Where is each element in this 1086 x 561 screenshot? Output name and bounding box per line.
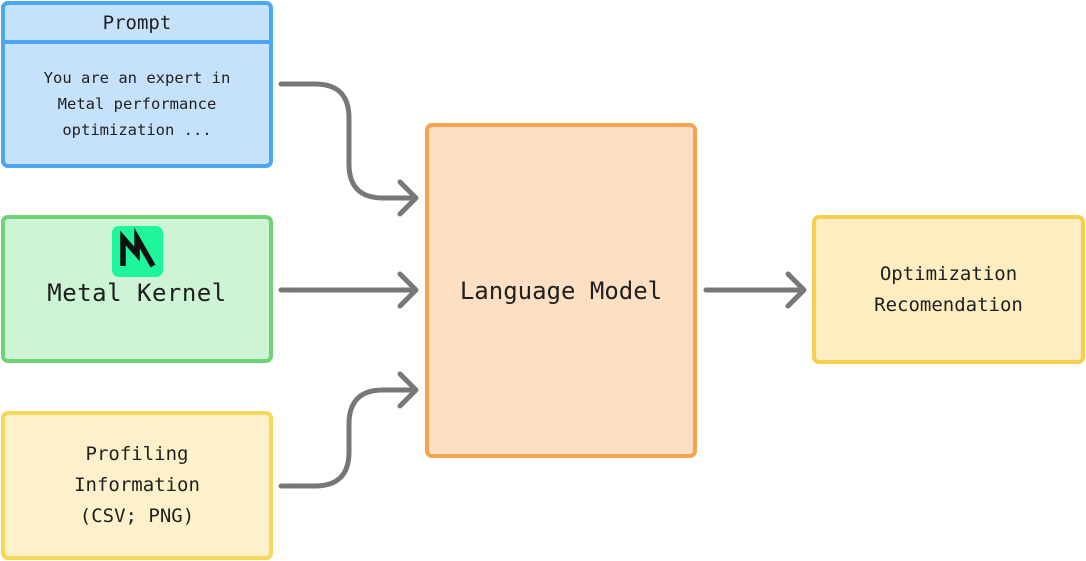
arrowhead-output — [785, 271, 807, 309]
output-line: Recomendation — [874, 293, 1023, 316]
prompt-line: You are an expert in — [43, 69, 231, 87]
arrow-profiling-to-model — [278, 387, 417, 489]
profiling-line: Profiling — [85, 443, 189, 465]
prompt-body: You are an expert in Metal performance o… — [5, 44, 269, 164]
prompt-line: Metal performance — [57, 95, 217, 113]
metal-kernel-box: Metal Kernel — [1, 215, 273, 363]
metal-kernel-label: Metal Kernel — [47, 279, 227, 307]
profiling-line: (CSV; PNG) — [79, 505, 195, 527]
arrowhead-profiling — [397, 371, 419, 409]
language-model-box: Language Model — [425, 123, 697, 458]
prompt-box: Prompt You are an expert in Metal perfor… — [1, 1, 273, 168]
prompt-title: Prompt — [5, 5, 269, 44]
arrowhead-kernel — [397, 271, 419, 309]
language-model-label: Language Model — [459, 276, 663, 305]
output-line: Optimization — [879, 262, 1018, 285]
metal-logo-icon — [112, 226, 163, 277]
optimization-recommendation-box: Optimization Recomendation — [812, 215, 1085, 364]
profiling-information-box: Profiling Information (CSV; PNG) — [1, 411, 273, 560]
arrowhead-prompt — [397, 179, 419, 217]
arrow-prompt-to-model — [278, 81, 417, 201]
profiling-line: Information — [74, 474, 200, 496]
prompt-line: optimization ... — [62, 121, 212, 139]
